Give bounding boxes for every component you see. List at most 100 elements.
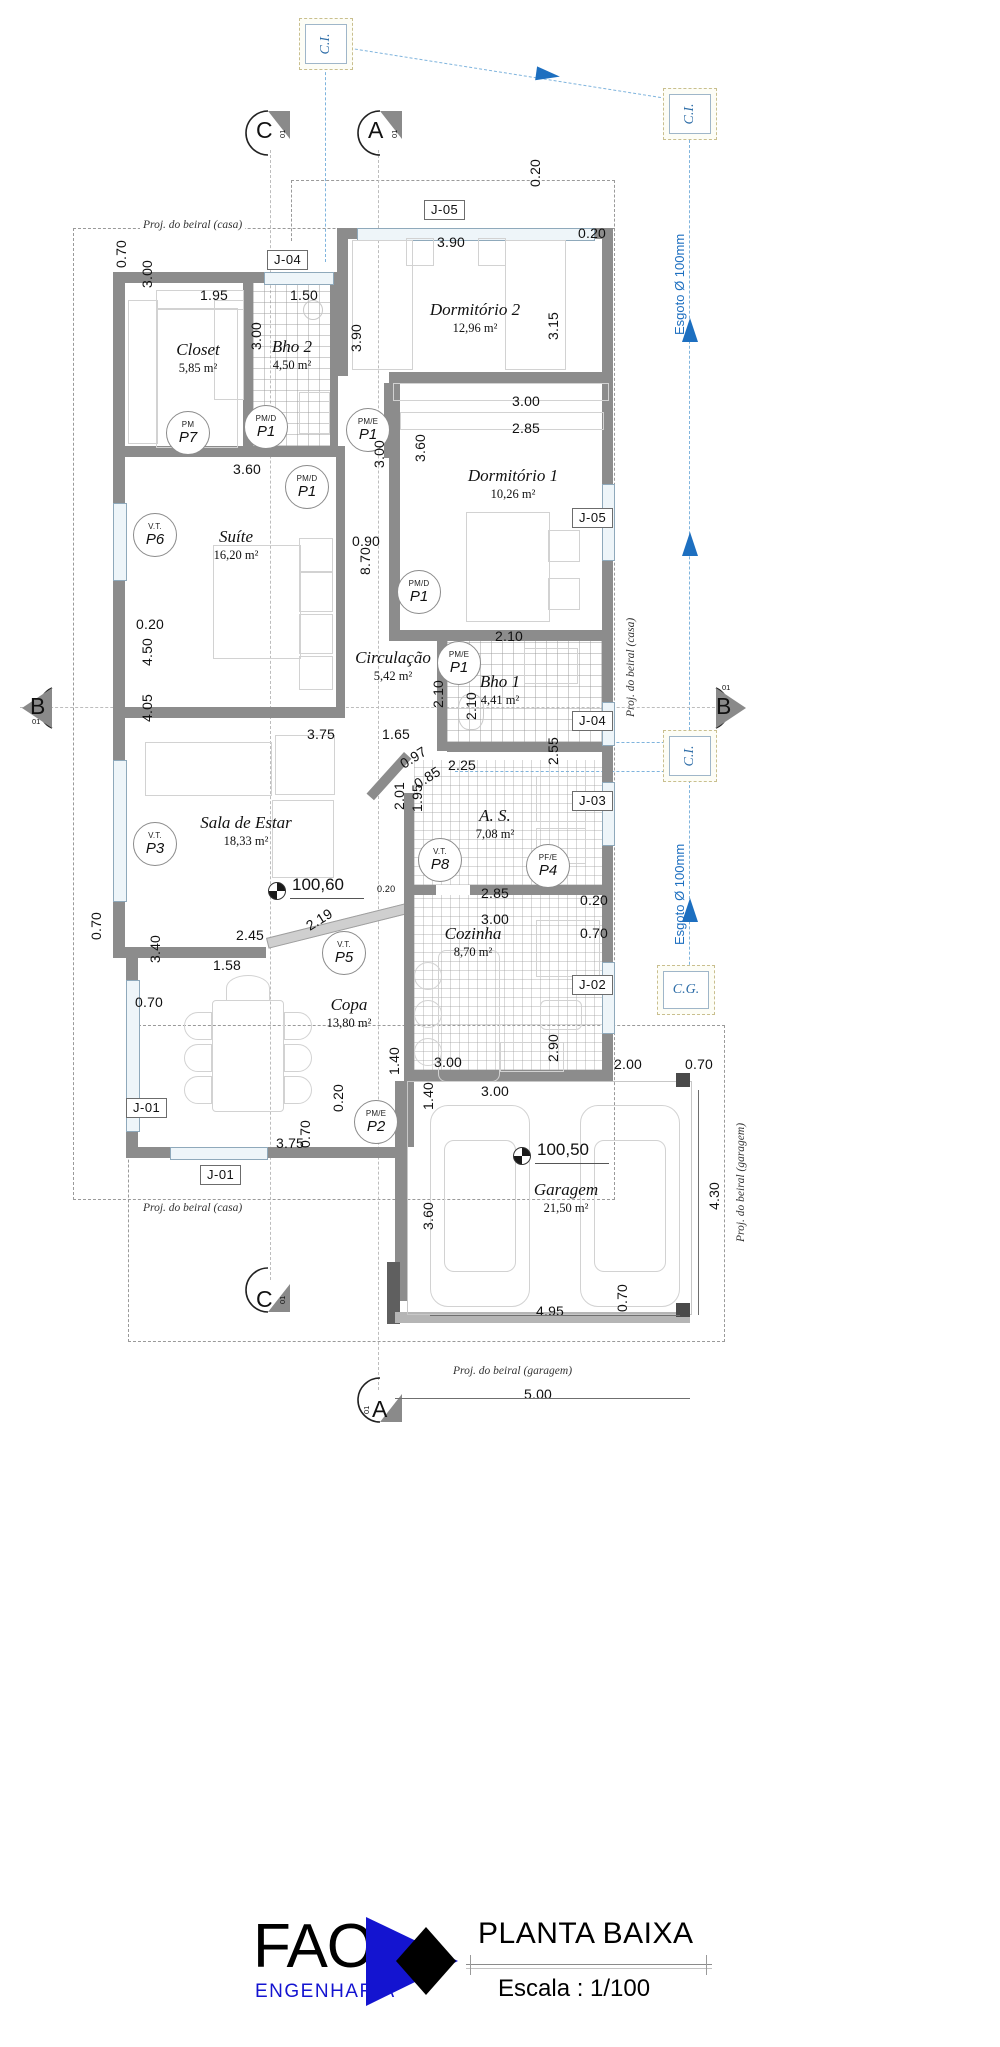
cg-inner [663, 971, 709, 1009]
dim-4-95: 4.95 [536, 1303, 565, 1319]
dim-1-58: 1.58 [213, 957, 242, 973]
furniture-bho2-shower [303, 300, 323, 320]
room-label-dorm1: Dormitório 1 10,26 m² [428, 466, 598, 502]
section-marker-b-right[interactable]: B 01 [700, 682, 754, 736]
opening-marker-p7[interactable]: PM P7 [166, 411, 210, 455]
dim-line-5-00 [395, 1398, 690, 1399]
window-tag-j03-as[interactable]: J-03 [572, 791, 614, 811]
opening-code-p8: V.T. [433, 847, 447, 856]
wall-cozinha-left [404, 895, 414, 1147]
opening-marker-p1-bho1[interactable]: PM/E P1 [437, 641, 481, 685]
opening-marker-p4[interactable]: PF/E P4 [526, 844, 570, 888]
dim-3-00-dorm: 3.00 [512, 393, 541, 409]
furniture-nightstand-d2b [478, 238, 506, 266]
opening-id-p2: P2 [366, 1118, 386, 1135]
opening-marker-p1-dorm1[interactable]: PM/D P1 [397, 570, 441, 614]
dim-5-00: 5.00 [524, 1386, 553, 1402]
dim-4-30: 4.30 [706, 1181, 722, 1210]
dim-0-20-top: 0.20 [527, 158, 543, 187]
furniture-fridge [536, 920, 600, 977]
wall-garage-bottom [395, 1312, 690, 1323]
window-tag-j04-bho2[interactable]: J-04 [267, 250, 309, 270]
room-name-garagem: Garagem [533, 1180, 599, 1199]
opening-id-p1-dorm1: P1 [409, 588, 429, 605]
dim-3-75-b: 3.75 [276, 1135, 305, 1151]
furniture-dining-chair-4 [284, 1012, 312, 1040]
room-name-sala: Sala de Estar [200, 813, 292, 832]
room-label-cozinha: Cozinha 8,70 m² [418, 924, 528, 960]
furniture-car-right [580, 1105, 680, 1307]
room-name-closet: Closet [176, 340, 220, 359]
room-name-dorm2: Dormitório 2 [429, 300, 521, 319]
sewer-line-branch [344, 47, 671, 100]
company-subtitle: ENGENHARIA [255, 1981, 396, 2002]
dim-0-20-left: 0.20 [136, 616, 165, 632]
ci-inner-2 [669, 94, 711, 134]
furniture-car-left-inner [444, 1140, 516, 1272]
window-tag-j01-bottom[interactable]: J-01 [200, 1165, 242, 1185]
dim-4-05: 4.05 [139, 693, 155, 722]
ci-label-2: C.I. [682, 103, 697, 125]
wall-bho2-right [330, 283, 338, 456]
opening-code-p1-bho2: PM/D [255, 414, 277, 423]
opening-code-p1-dorm2: PM/E [357, 417, 379, 426]
wall-dorm1-left [389, 383, 400, 641]
opening-marker-p8[interactable]: V.T. P8 [418, 838, 462, 882]
dim-3-00-coz2: 3.00 [434, 1054, 463, 1070]
room-label-circulacao: Circulação 5,42 m² [335, 648, 451, 684]
dim-3-00-closet: 3.00 [139, 259, 155, 288]
level-underline-1 [290, 898, 364, 899]
dim-8-70: 8.70 [357, 546, 373, 575]
opening-marker-p6[interactable]: V.T. P6 [133, 513, 177, 557]
room-area-bho1: 4,41 m² [480, 693, 520, 707]
flow-arrow-3 [682, 532, 698, 556]
window-tag-j04-bho1[interactable]: J-04 [572, 711, 614, 731]
opening-marker-p1-suite[interactable]: PM/D P1 [285, 465, 329, 509]
wall-bho1-bottom [447, 742, 613, 752]
furniture-car-right-inner [594, 1140, 666, 1272]
dim-3-90-top: 3.90 [437, 234, 466, 250]
section-marker-c-top[interactable]: C 01 [238, 105, 292, 159]
dim-0-20-top2: 0.20 [578, 225, 607, 241]
furniture-dining-chair-1 [184, 1012, 212, 1040]
window-tag-j05-top[interactable]: J-05 [424, 200, 466, 220]
furniture-nightstand-s4 [299, 656, 333, 690]
opening-marker-p1-bho2[interactable]: PM/D P1 [244, 405, 288, 449]
ci-label-3: C.I. [682, 745, 697, 767]
section-marker-b-left[interactable]: B 01 [8, 682, 62, 736]
dim-3-00-coz: 3.00 [481, 911, 510, 927]
wall-closet-top [113, 272, 338, 283]
room-area-suite: 16,20 m² [213, 548, 259, 562]
ci-label-1: C.I. [318, 33, 333, 55]
window-tag-j02-cozinha[interactable]: J-02 [572, 975, 614, 995]
furniture-nightstand-d2a [406, 238, 434, 266]
section-marker-c-bottom[interactable]: C 01 [238, 1262, 292, 1316]
furniture-dining-chair-6 [284, 1076, 312, 1104]
eave-label-garage-right: Proj. do beiral (garagem) [735, 1119, 747, 1245]
sewer-label-top: Esgoto Ø 100mm [672, 233, 687, 335]
eave-label-garage-bottom: Proj. do beiral (garagem) [450, 1365, 576, 1377]
title-rule-tick-right [706, 1955, 707, 1975]
section-letter-b-left: B [30, 693, 46, 719]
window-j02-cozinha [602, 962, 615, 1034]
company-logo-icon [366, 1917, 458, 2006]
opening-marker-p5[interactable]: V.T. P5 [322, 931, 366, 975]
dim-2-85-as: 2.85 [481, 885, 510, 901]
opening-code-p5: V.T. [337, 940, 351, 949]
room-name-copa: Copa [330, 995, 368, 1014]
furniture-bed-dorm2-b [505, 240, 566, 370]
section-letter-a-bottom: A [372, 1396, 388, 1422]
dim-3-00-mid: 3.00 [371, 439, 387, 468]
wall-as-left [404, 793, 414, 895]
window-tag-j01-left[interactable]: J-01 [126, 1098, 168, 1118]
opening-code-p3: V.T. [148, 831, 162, 840]
section-num-a-top: 01 [390, 129, 399, 138]
dim-0-70-right: 0.70 [580, 925, 609, 941]
opening-marker-p2[interactable]: PM/E P2 [354, 1100, 398, 1144]
opening-marker-p1-dorm2[interactable]: PM/E P1 [346, 408, 390, 452]
wall-garage-right-bot [676, 1303, 690, 1317]
section-marker-a-top[interactable]: A 01 [350, 105, 404, 159]
window-tag-j05-dorm1[interactable]: J-05 [572, 508, 614, 528]
section-marker-a-bottom[interactable]: A 01 [350, 1372, 404, 1426]
opening-marker-p3[interactable]: V.T. P3 [133, 822, 177, 866]
